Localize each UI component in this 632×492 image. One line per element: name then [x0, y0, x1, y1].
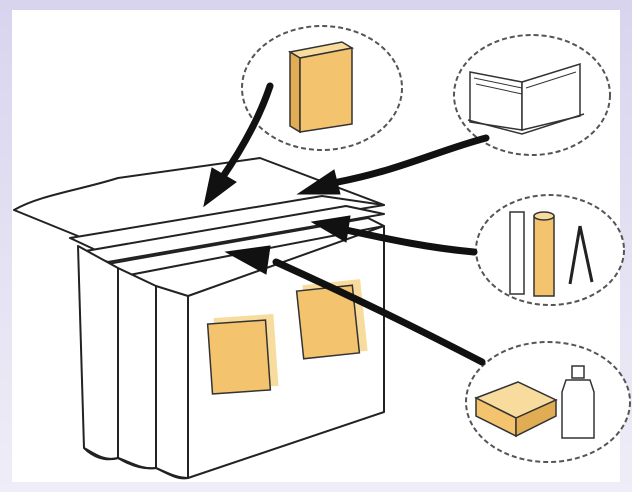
arrow-supplies-head — [310, 215, 351, 243]
arrow-kit-head — [224, 245, 271, 275]
arrows — [203, 82, 490, 366]
bottle-icon — [561, 365, 595, 439]
paper-roll-icon — [533, 211, 555, 297]
arrow-kit — [272, 258, 486, 366]
folder-flap — [13, 157, 385, 246]
book-callout — [241, 25, 403, 151]
ruler-icon — [509, 211, 525, 295]
arrow-book — [218, 82, 274, 182]
folder-tab-1 — [69, 195, 385, 253]
closed-book-icon — [287, 41, 355, 134]
folder-panel-3 — [155, 285, 189, 479]
arrow-open-book — [334, 134, 490, 186]
open-book-callout — [453, 34, 611, 156]
arrow-supplies — [342, 226, 478, 256]
folder-bottom-edge — [83, 447, 189, 480]
label-2-front — [295, 284, 361, 360]
supplies-callout — [475, 194, 625, 306]
kit-callout — [465, 341, 631, 463]
arrow-open-book-head — [296, 169, 341, 195]
box-icon — [474, 381, 558, 438]
folder-panel-1 — [77, 245, 119, 460]
open-book-icon — [467, 62, 585, 135]
label-1-front — [206, 319, 272, 395]
tongs-icon — [568, 225, 594, 285]
arrow-book-head — [203, 167, 237, 208]
folder-panel-2 — [117, 267, 157, 470]
